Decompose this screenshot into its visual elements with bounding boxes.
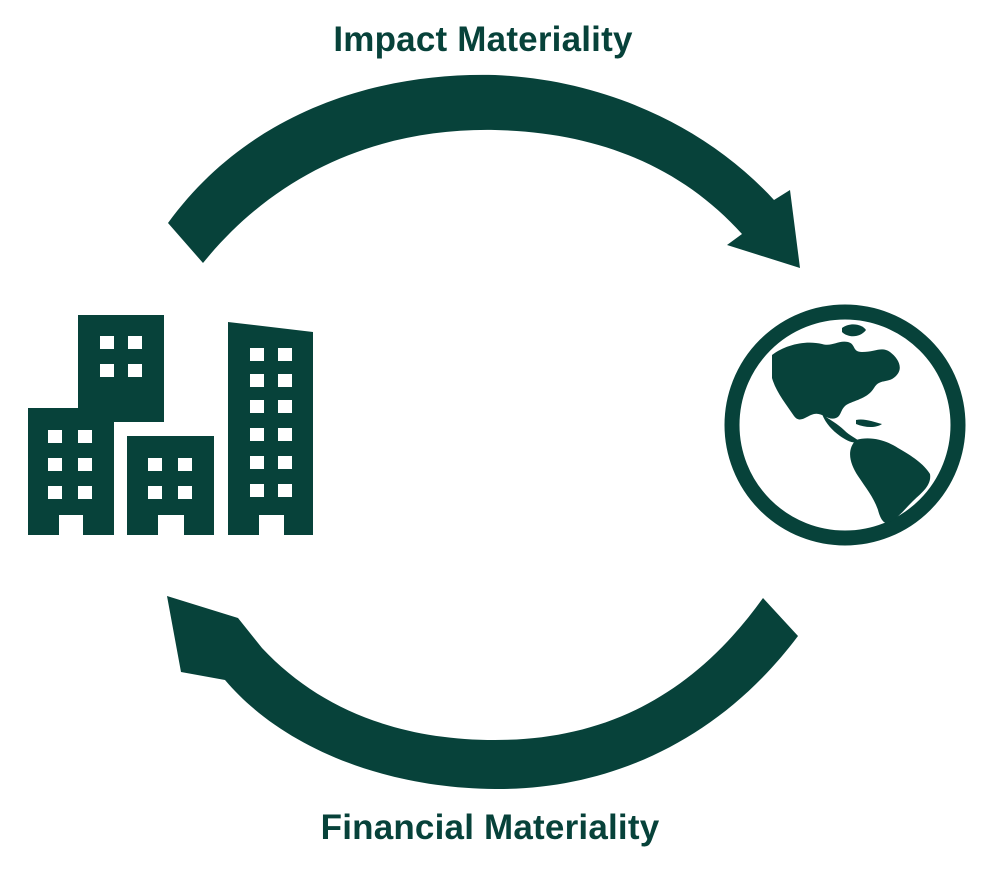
impact-materiality-label: Impact Materiality bbox=[333, 20, 633, 59]
curved-arrow-left-icon bbox=[167, 596, 798, 790]
financial-materiality-label: Financial Materiality bbox=[320, 808, 660, 847]
curved-arrow-right-icon bbox=[168, 74, 800, 268]
buildings-icon bbox=[28, 315, 313, 535]
globe-icon bbox=[724, 304, 966, 546]
